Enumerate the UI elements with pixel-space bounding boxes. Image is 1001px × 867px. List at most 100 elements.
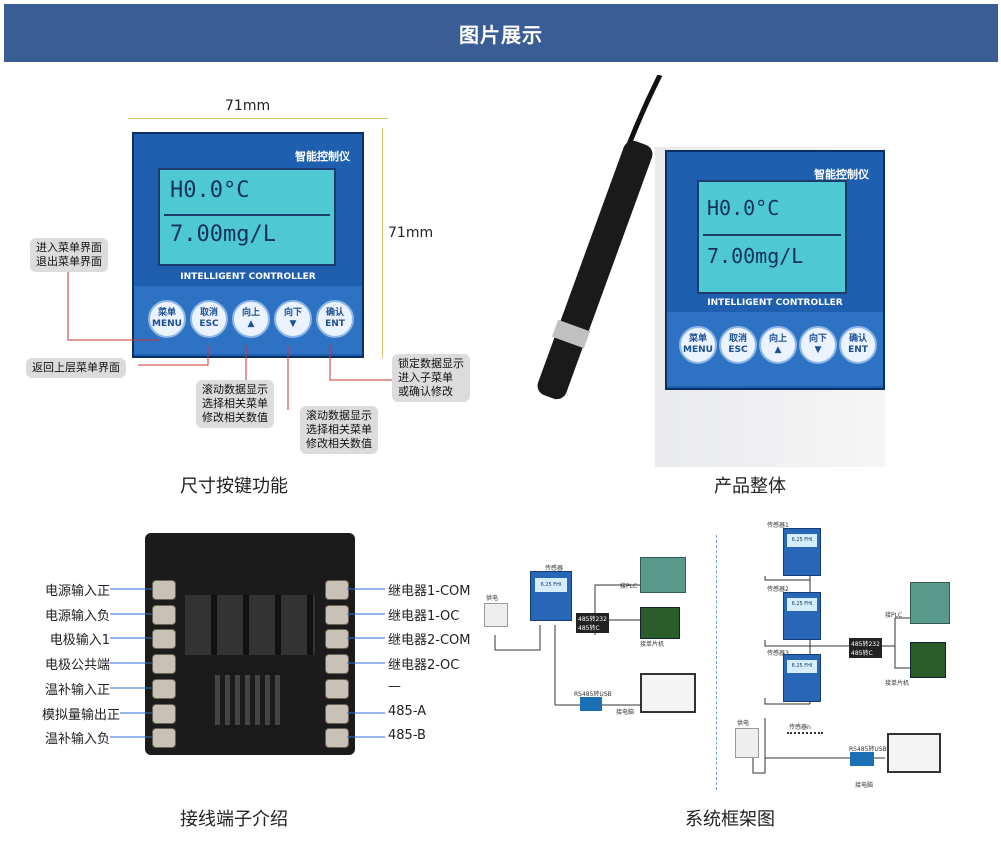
note-ent: 锁定数据显示 进入子菜单 或确认修改	[392, 354, 470, 402]
terminal-screw	[325, 654, 349, 674]
terminal-label-left: 电源输入负	[44, 609, 110, 624]
width-dimension-label: 71mm	[225, 98, 271, 114]
note-up: 滚动数据显示 选择相关菜单 修改相关数值	[196, 380, 274, 428]
product-down-cn: 向下	[808, 334, 827, 344]
sensor2-unit: 6.25 FHI	[783, 592, 821, 640]
down-button[interactable]: 向下▼	[274, 300, 312, 338]
terminal-label-left: 温补输入正	[44, 683, 110, 698]
usb-label-multi: RS485转USB	[849, 746, 887, 753]
width-dimension-line	[128, 118, 388, 119]
sensor3-screen: 6.25 FHI	[787, 660, 817, 673]
lcd-line-temperature: H0.0°C	[170, 178, 250, 203]
power-label: 供电	[486, 595, 499, 602]
down-button-en: ▼	[289, 319, 297, 329]
terminal-label-left: 电极输入1	[49, 633, 110, 648]
usb-label: RS485转USB	[574, 691, 612, 698]
up-button-en: ▲	[247, 319, 255, 329]
sensor1-screen: 6.25 FHI	[787, 534, 817, 547]
product-up-button[interactable]: 向上▲	[759, 326, 797, 364]
section-banner: 图片展示	[4, 4, 998, 62]
system-diagram-single: 传感器 6.25 FHI 供电 485转232 485转C 接PLC 接单片机 …	[480, 555, 700, 725]
usb-converter	[580, 697, 602, 711]
up-button[interactable]: 向上▲	[232, 300, 270, 338]
probe-illustration	[537, 75, 663, 400]
mcu-board	[640, 607, 680, 639]
plc-device-multi	[910, 582, 950, 624]
power-socket	[484, 603, 508, 627]
pc-label-multi: 接电脑	[855, 782, 874, 789]
terminal-screw	[325, 704, 349, 724]
ent-button-cn: 确认	[325, 308, 344, 318]
mcu-label-multi: 接单片机	[885, 680, 910, 687]
terminal-label-right: 485-B	[388, 728, 426, 743]
sensor2-label: 传感器2	[767, 586, 789, 593]
up-button-cn: 向上	[241, 308, 260, 318]
terminal-label-right: 继电器1-COM	[388, 584, 471, 599]
banner-title: 图片展示	[459, 22, 543, 47]
sensor-label: 传感器	[545, 565, 564, 572]
mcu-label: 接单片机	[640, 641, 665, 648]
terminal-leader-lines	[110, 588, 385, 738]
terminal-screw	[325, 728, 349, 748]
terminal-label-right: —	[388, 679, 401, 694]
lcd-divider	[164, 214, 330, 216]
controller-name: INTELLIGENT CONTROLLER	[180, 272, 316, 282]
plc-label: 接PLC	[620, 583, 638, 590]
menu-button-cn: 菜单	[157, 308, 176, 318]
down-button-cn: 向下	[283, 308, 302, 318]
mcu-board-multi	[910, 642, 946, 678]
callout-lines	[67, 268, 395, 410]
pc-label: 接电脑	[616, 709, 635, 716]
pc-monitor	[640, 673, 696, 713]
plc-label-multi: 接PLC	[885, 612, 903, 619]
product-menu-cn: 菜单	[688, 334, 707, 344]
sensor-dots	[787, 732, 823, 737]
dimension-diagram: 71mm 71mm 智能控制仪 H0.0°C 7.00mg/L INTELLIG…	[20, 90, 470, 460]
height-dimension-line	[382, 128, 383, 358]
product-up-cn: 向上	[768, 334, 787, 344]
terminal-label-left: 电源输入正	[44, 584, 110, 599]
terminal-socket-grid	[185, 595, 315, 655]
system-divider	[716, 535, 718, 790]
terminal-label-right: 继电器1-OC	[388, 609, 460, 624]
sensor3-label: 传感器3	[767, 650, 789, 657]
note-down: 滚动数据显示 选择相关菜单 修改相关数值	[300, 406, 378, 454]
sensor-screen: 6.25 FHI	[535, 578, 567, 592]
terminal-screw	[152, 704, 176, 724]
product-brand-label: 智能控制仪	[814, 168, 869, 181]
product-down-button[interactable]: 向下▼	[799, 326, 837, 364]
product-ent-en: ENT	[848, 345, 868, 355]
terminal-label-left: 电极公共端	[44, 658, 110, 673]
note-esc: 返回上层菜单界面	[26, 358, 126, 378]
terminal-screw	[325, 605, 349, 625]
height-dimension-label: 71mm	[388, 225, 434, 241]
esc-button-cn: 取消	[199, 308, 218, 318]
product-lcd-divider	[703, 234, 841, 236]
product-controller-panel: 智能控制仪 H0.0°C 7.00mg/L INTELLIGENT CONTRO…	[665, 150, 885, 390]
product-lcd-display: H0.0°C 7.00mg/L	[697, 180, 847, 294]
pc-monitor-multi	[887, 733, 941, 773]
terminal-screw	[152, 654, 176, 674]
terminal-label-left: 模拟量输出正	[41, 708, 120, 723]
product-esc-en: ESC	[728, 345, 748, 355]
terminal-screw	[152, 629, 176, 649]
power-label-multi: 供电	[737, 720, 750, 727]
system-diagram-multi: 传感器1 6.25 FHI 传感器2 6.25 FHI 传感器3 6.25 FH…	[725, 518, 955, 793]
product-controller-name: INTELLIGENT CONTROLLER	[707, 298, 843, 308]
terminal-vent	[215, 675, 285, 725]
product-menu-en: MENU	[683, 345, 713, 355]
terminal-screw	[325, 580, 349, 600]
brand-label: 智能控制仪	[295, 150, 350, 163]
caption-size-keys: 尺寸按键功能	[180, 476, 288, 497]
terminal-screw	[152, 679, 176, 699]
controller-panel: 智能控制仪 H0.0°C 7.00mg/L INTELLIGENT CONTRO…	[132, 132, 364, 358]
terminal-label-right: 继电器2-OC	[388, 658, 460, 673]
caption-system: 系统框架图	[685, 809, 775, 830]
terminal-screw	[152, 580, 176, 600]
